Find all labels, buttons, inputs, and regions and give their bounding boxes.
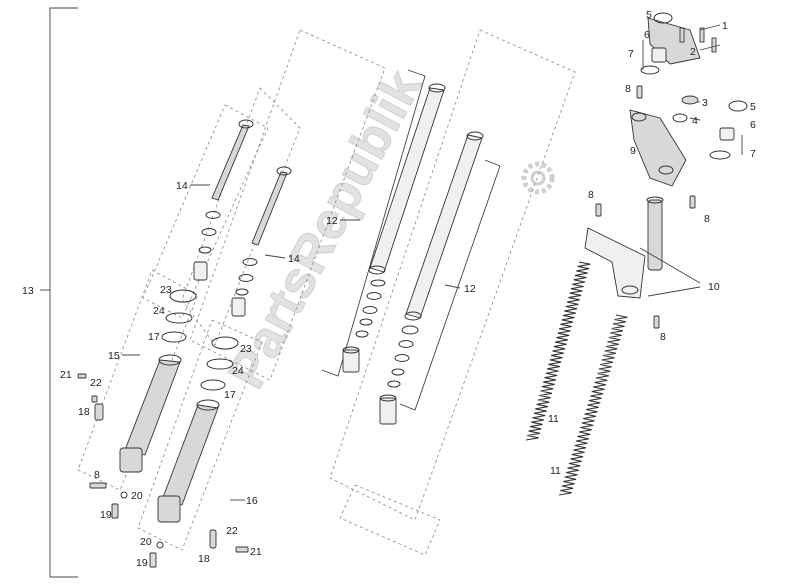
- label-part-8-clamp: 8: [704, 213, 710, 225]
- label-part-1: 1: [722, 20, 728, 32]
- label-part-5-right: 5: [750, 101, 756, 113]
- upper-triple-clamp: [629, 109, 687, 187]
- label-part-19-left: 19: [100, 509, 112, 521]
- label-part-10: 10: [708, 281, 720, 293]
- lower-triple-clamp: [584, 196, 664, 299]
- bracket-12-right: [399, 159, 501, 411]
- fork-leg-right: [157, 336, 239, 523]
- hardware-left: [77, 373, 128, 519]
- label-part-18-right: 18: [198, 553, 210, 565]
- label-part-21-left: 21: [60, 369, 72, 381]
- label-part-23-right: 23: [240, 343, 252, 355]
- group-outlines: [77, 29, 576, 556]
- label-part-6-right: 6: [750, 119, 756, 131]
- label-part-22-left: 22: [90, 377, 102, 389]
- spring-right: [558, 314, 628, 496]
- fork-tube-left: [368, 83, 446, 275]
- label-part-8-top: 8: [625, 83, 631, 95]
- fork-tube-right: [404, 131, 484, 321]
- label-part-9: 9: [630, 145, 636, 157]
- bracket-12-left: [321, 69, 426, 377]
- label-part-16: 16: [246, 495, 258, 507]
- label-part-12-right: 12: [464, 283, 476, 295]
- fork-leg-left: [119, 289, 197, 473]
- label-part-20-right: 20: [140, 536, 152, 548]
- label-part-11-upper: 11: [548, 413, 559, 425]
- label-part-14-left: 14: [176, 180, 188, 192]
- label-part-24-left: 24: [153, 305, 165, 317]
- label-part-6-top: 6: [644, 29, 650, 41]
- hardware-right: [149, 529, 249, 568]
- label-part-13: 13: [22, 285, 34, 297]
- label-part-21-right: 21: [250, 546, 262, 558]
- label-part-19-right: 19: [136, 557, 148, 569]
- label-part-5-top: 5: [646, 9, 652, 21]
- tube-seals-left: [342, 279, 386, 373]
- label-part-8-lower: 8: [660, 331, 666, 343]
- watermark-gear-icon: [521, 161, 555, 195]
- label-part-7-right: 7: [750, 148, 756, 160]
- label-part-23-left: 23: [160, 284, 172, 296]
- label-part-11-lower: 11: [550, 465, 561, 477]
- top-hardware: [595, 12, 748, 329]
- label-part-3: 3: [702, 97, 708, 109]
- label-part-8-leg: 8: [94, 469, 100, 481]
- damper-rod-right: [231, 166, 292, 317]
- damper-rod-left: [193, 119, 254, 281]
- assembly-bracket-13: [40, 7, 78, 578]
- label-part-12-left: 12: [326, 215, 338, 227]
- label-part-15: 15: [108, 350, 120, 362]
- label-part-24-right: 24: [232, 365, 244, 377]
- leader-lines: [122, 24, 743, 501]
- label-part-14-right: 14: [288, 253, 300, 265]
- label-part-20-left: 20: [131, 490, 143, 502]
- label-part-17-right: 17: [224, 389, 236, 401]
- label-part-4: 4: [692, 115, 698, 127]
- label-part-2: 2: [690, 46, 696, 58]
- label-part-8-stem: 8: [588, 189, 594, 201]
- part-labels: 1 2 3 4 5 5 6 6 7 7 8 8 8 8 8 9 10 11 11…: [22, 9, 756, 569]
- label-part-22-right: 22: [226, 525, 238, 537]
- spring-left: [525, 261, 591, 441]
- tube-seals-right: [379, 325, 419, 425]
- label-part-18-left: 18: [78, 406, 90, 418]
- label-part-17-left: 17: [148, 331, 160, 343]
- label-part-7-top: 7: [628, 48, 634, 60]
